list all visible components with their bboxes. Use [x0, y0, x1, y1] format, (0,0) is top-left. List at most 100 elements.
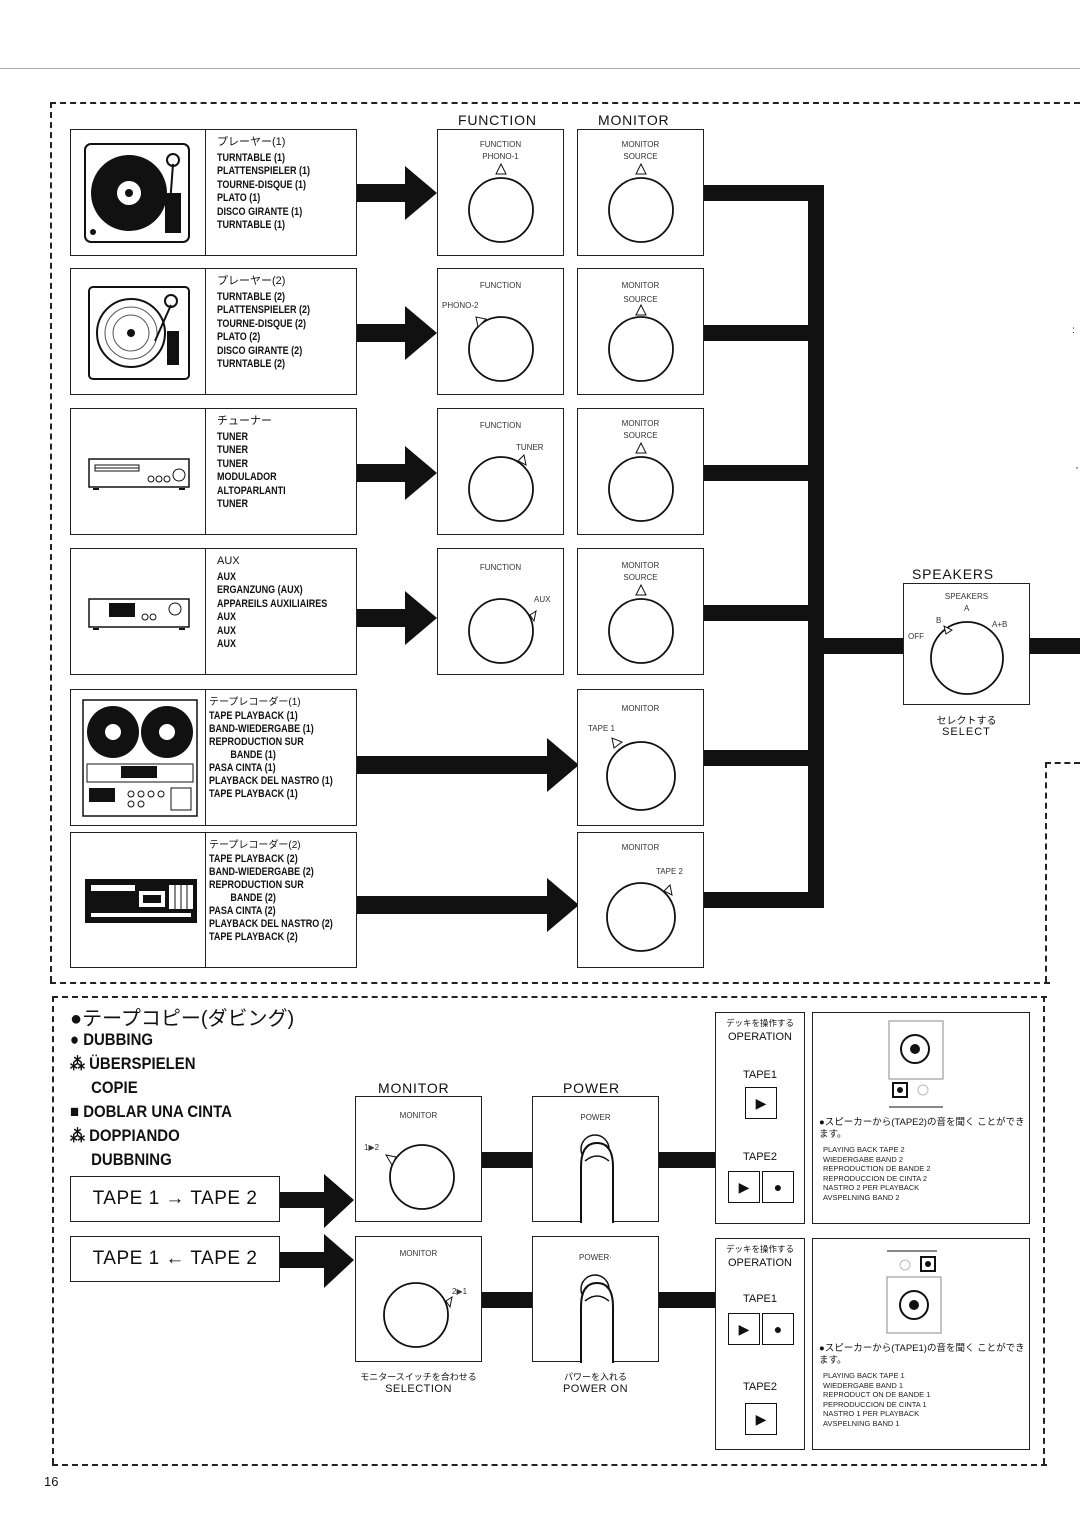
- function-knob-2[interactable]: FUNCTION PHONO-2: [437, 268, 564, 395]
- note-line: AVSPELNING BAND 1: [823, 1418, 900, 1428]
- source-row-1: プレーヤー(1) TURNTABLE (1) PLATTENSPIELER (1…: [70, 129, 357, 256]
- note-panel-1: ●スピーカーから(TAPE2)の音を聞く ことができます。 PLAYING BA…: [812, 1012, 1030, 1224]
- source-line: MODULADOR: [217, 471, 277, 483]
- source-text-4: AUX AUX ERGANZUNG (AUX) APPAREILS AUXILI…: [217, 555, 351, 652]
- signal-arrows: [357, 166, 437, 500]
- source-jp-label: AUX: [217, 555, 240, 567]
- note-line: REPRODUCTION DE BANDE 2: [823, 1164, 931, 1173]
- tape2-play-button[interactable]: ▶: [728, 1171, 760, 1203]
- note-jp: ●スピーカーから(TAPE2)の音を聞く ことができます。: [819, 1117, 1025, 1140]
- knob-setting: SOURCE: [623, 431, 658, 440]
- source-line: TAPE PLAYBACK (2): [209, 852, 298, 865]
- dub-monitor-knob-1[interactable]: MONITOR 1▶2: [355, 1096, 482, 1222]
- source-line: TUNER: [217, 444, 249, 456]
- knob-title: MONITOR: [621, 140, 660, 149]
- dub-frame-bottom: [52, 1464, 1047, 1466]
- source-row-4: AUX AUX ERGANZUNG (AUX) APPAREILS AUXILI…: [70, 548, 357, 675]
- bus-h-6: [704, 892, 824, 908]
- knob-title: FUNCTION: [479, 281, 522, 290]
- divider: [205, 833, 206, 967]
- source-line: AUX: [217, 624, 237, 637]
- tape1-to-tape2-button[interactable]: TAPE 1 → TAPE 2: [70, 1176, 280, 1222]
- op-jp: デッキを操作する: [725, 1018, 794, 1028]
- source-line: REPRODUCTION SUR: [209, 878, 304, 891]
- source-line: PLATTENSPIELER (2): [217, 304, 311, 316]
- source-line: TURNTABLE (1): [217, 151, 285, 164]
- source-line: PLAYBACK DEL NASTRO (1): [209, 774, 333, 787]
- tape2-to-tape1-button[interactable]: TAPE 1 ← TAPE 2: [70, 1236, 280, 1282]
- source-line: ERGANZUNG (AUX): [217, 584, 303, 596]
- knob-title: POWER·: [579, 1253, 612, 1262]
- divider: [205, 409, 206, 534]
- source-text-3: チューナー TUNER TUNER TUNER MODULADOR ALTOPA…: [217, 415, 301, 512]
- dub-bar-3: [659, 1152, 715, 1168]
- dubbing-title-line: COPIE: [91, 1078, 138, 1097]
- knob-title: MONITOR: [621, 419, 660, 428]
- knob-dial-icon: [608, 162, 674, 243]
- op-en: OPERATION: [728, 1257, 792, 1269]
- source-text-2: プレーヤー(2) TURNTABLE (2) PLATTENSPIELER (2…: [217, 275, 330, 372]
- arrow-1: [357, 166, 437, 220]
- op-en: OPERATION: [728, 1031, 792, 1043]
- source-line: BANDE (2): [230, 891, 276, 904]
- arrow-2: [357, 306, 437, 360]
- note-line: NASTRO 1 PER PLAYBACK: [823, 1409, 920, 1418]
- power-panel-1[interactable]: POWER: [532, 1096, 659, 1223]
- note-line: AVSPELNING BAND 2: [823, 1192, 900, 1202]
- speakers-knob[interactable]: SPEAKERS A B A+B OFF: [903, 583, 1030, 705]
- source-line: TOURNE-DISQUE (1): [217, 178, 307, 191]
- source-line: TURNTABLE (2): [217, 358, 285, 370]
- divider: [205, 690, 206, 825]
- monitor-knob-1[interactable]: MONITOR SOURCE: [577, 129, 704, 256]
- source-line: TUNER: [217, 430, 249, 443]
- dubbing-titles: ● DUBBING ⁂ ÜBERSPIELEN COPIE ■ DOBLAR U…: [70, 1028, 254, 1172]
- source-line: REPRODUCTION SUR: [209, 735, 304, 748]
- source-line: PLATO (2): [217, 331, 261, 343]
- note-line: REPRODUCT ON DE BANDE 1: [823, 1390, 931, 1399]
- knob-setting: 2▶1: [452, 1287, 468, 1296]
- frame-left: [50, 102, 52, 982]
- monitor-knob-6[interactable]: MONITOR TAPE 2: [577, 832, 704, 968]
- function-knob-3[interactable]: FUNCTION TUNER: [437, 408, 564, 535]
- dub-monitor-header: MONITOR: [378, 1080, 450, 1096]
- dubbing-title-line: ⁂ DOPPIANDO: [70, 1126, 180, 1145]
- monitor-knob-3[interactable]: MONITOR SOURCE: [577, 408, 704, 535]
- top-rule: [0, 68, 1080, 69]
- knob-dial-icon: [468, 453, 534, 522]
- note-line: PLAYING BACK TAPE 2: [823, 1145, 905, 1154]
- note-line: WIEDERGABE BAND 2: [823, 1154, 904, 1164]
- power-on-caption-jp: パワーを入れる: [563, 1372, 627, 1382]
- turntable-icon: [81, 138, 193, 248]
- divider: [205, 549, 206, 674]
- tape1-play-button[interactable]: ▶: [745, 1087, 777, 1119]
- tape2-rec-button[interactable]: ●: [762, 1171, 794, 1203]
- source-text-5: テープレコーダー(1) TAPE PLAYBACK (1) BAND-WIEDE…: [209, 696, 360, 801]
- function-knob-1[interactable]: FUNCTION PHONO-1: [437, 129, 564, 256]
- knob-dial-icon: [608, 583, 674, 664]
- speakers-a-label: A: [964, 604, 970, 613]
- tape1-play-button[interactable]: ▶: [728, 1313, 760, 1345]
- note-panel-2: ●スピーカーから(TAPE1)の音を聞く ことができます。 PLAYING BA…: [812, 1238, 1030, 1450]
- monitor-knob-4[interactable]: MONITOR SOURCE: [577, 548, 704, 675]
- knob-title: FUNCTION: [479, 140, 522, 149]
- monitor-knob-5[interactable]: MONITOR TAPE 1: [577, 689, 704, 826]
- page-number: 16: [44, 1474, 59, 1489]
- knob-dial-icon: [930, 621, 1004, 695]
- dubbing-title-line: ■ DOBLAR UNA CINTA: [70, 1102, 232, 1121]
- tape1-rec-button[interactable]: ●: [762, 1313, 794, 1345]
- dub-power-header: POWER: [563, 1080, 620, 1096]
- operation-panel-2: デッキを操作する OPERATION TAPE1 ▶ ● TAPE2 ▶: [715, 1238, 805, 1450]
- knob-title: MONITOR: [621, 281, 660, 290]
- knob-dial-icon: [468, 316, 534, 382]
- tape2-play-button[interactable]: ▶: [745, 1403, 777, 1435]
- monitor-knob-2[interactable]: MONITOR SOURCE: [577, 268, 704, 395]
- speakers-caption-en: SELECT: [942, 726, 991, 738]
- speakers-off-label: OFF: [908, 632, 924, 641]
- bus-h-2: [704, 325, 824, 341]
- function-knob-4[interactable]: FUNCTION AUX: [437, 548, 564, 675]
- power-panel-2[interactable]: POWER·: [532, 1236, 659, 1363]
- dub-monitor-knob-2[interactable]: MONITOR 2▶1: [355, 1236, 482, 1362]
- margin-mark: ·: [1075, 460, 1079, 474]
- knob-setting: TAPE 2: [656, 867, 683, 876]
- speaker-selector-icon: [886, 1250, 942, 1334]
